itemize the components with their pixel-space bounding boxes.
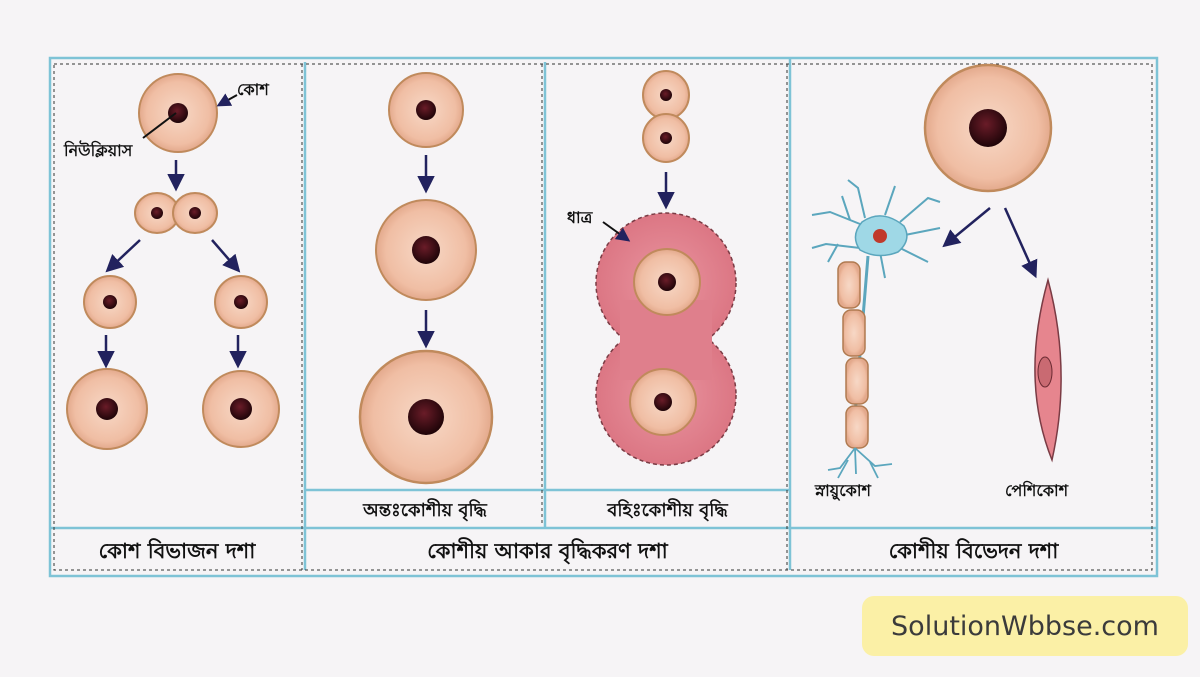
- cell-large: [358, 349, 494, 485]
- panel-differentiation: [811, 63, 1062, 479]
- panel-extracellular-growth: [595, 70, 737, 466]
- matrix-cell-lower: [629, 368, 697, 436]
- label-muscle-cell: পেশিকোশ: [1005, 481, 1069, 500]
- arrow-to-muscle: [1003, 207, 1038, 279]
- label-nucleus: নিউক্লিয়াস: [64, 141, 133, 160]
- daughter-cell-right: [214, 275, 268, 329]
- cell-pointer: [216, 93, 238, 107]
- label-stage-division: কোশ বিভাজন দশা: [98, 539, 256, 563]
- panel-cell-division: [66, 73, 280, 450]
- cell-medium: [375, 199, 477, 301]
- label-intracellular-growth: অন্তঃকোশীয় বৃদ্ধি: [363, 500, 487, 521]
- nucleus-pointer: [142, 112, 177, 139]
- grown-cell-left: [66, 368, 148, 450]
- arrow-right: [211, 239, 241, 273]
- neuron: [811, 179, 941, 479]
- matrix-pointer: [602, 221, 631, 242]
- brand-watermark: SolutionWbbse.com: [862, 596, 1188, 656]
- arrow-left: [105, 239, 141, 273]
- label-cell: কোশ: [237, 80, 269, 99]
- arrow-to-neuron: [942, 207, 991, 248]
- inner-dashed-frame: [53, 63, 1153, 571]
- label-stage-enlargement: কোশীয় আকার বৃদ্ধিকরণ দশা: [427, 539, 668, 563]
- cell-top: [138, 73, 218, 153]
- undifferentiated-cell: [923, 63, 1053, 193]
- label-stage-differentiation: কোশীয় বিভেদন দশা: [888, 539, 1059, 563]
- panel-intracellular-growth: [358, 72, 494, 485]
- paired-cells-small: [642, 70, 690, 163]
- label-matrix: ধাত্র: [567, 208, 593, 227]
- label-extracellular-growth: বহিঃকোশীয় বৃদ্ধি: [607, 500, 728, 521]
- matrix: [595, 212, 737, 466]
- table-frame: [48, 56, 1159, 578]
- cell-small: [388, 72, 464, 148]
- label-nerve-cell: স্নায়ুকোশ: [815, 481, 871, 500]
- muscle-cell: [1034, 277, 1062, 463]
- matrix-cell-upper: [633, 248, 701, 316]
- grown-cell-right: [202, 370, 280, 448]
- dividing-cell: [134, 192, 218, 234]
- daughter-cell-left: [83, 275, 137, 329]
